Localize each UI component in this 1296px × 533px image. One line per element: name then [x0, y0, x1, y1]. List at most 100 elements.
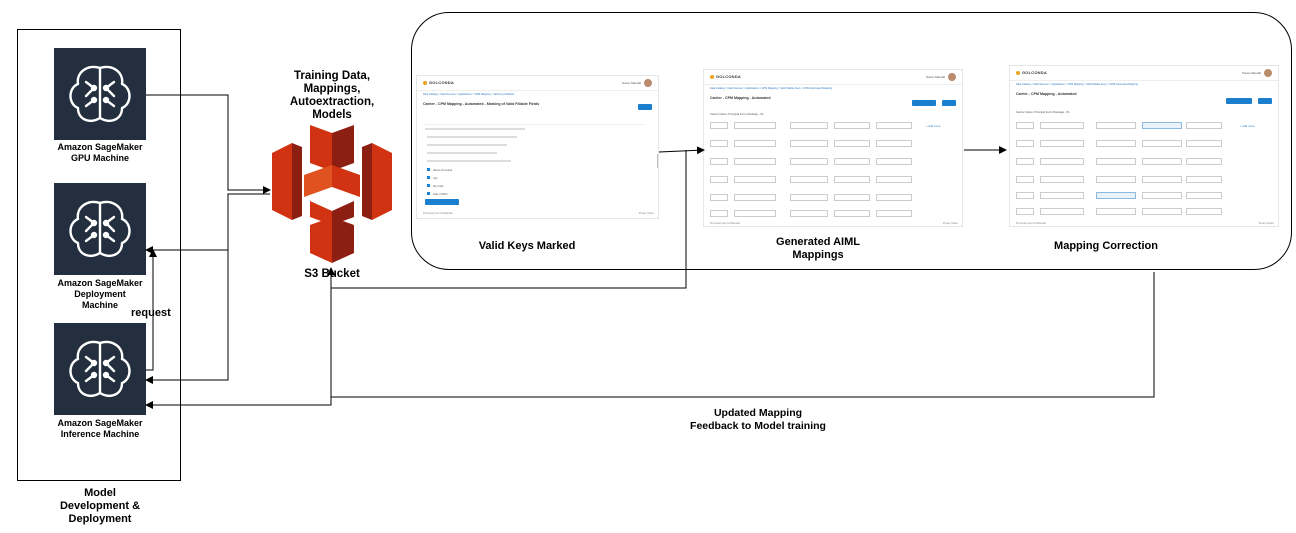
mapping-field[interactable] — [1040, 208, 1084, 215]
mapping-field[interactable] — [710, 122, 728, 129]
mapping-field[interactable] — [1096, 140, 1136, 147]
mapping-field[interactable] — [834, 140, 870, 147]
mapping-field[interactable] — [734, 140, 776, 147]
breadcrumb[interactable]: Data Catalog > Data Sources > Applicatio… — [1016, 83, 1138, 86]
mapping-field[interactable] — [734, 122, 776, 129]
footer-text: Proprietary and Confidential — [1016, 222, 1046, 225]
sagemaker-deployment-icon — [54, 183, 146, 275]
mapping-field[interactable] — [710, 194, 728, 201]
mapping-field[interactable] — [734, 210, 776, 217]
mapping-field[interactable] — [876, 140, 912, 147]
mapping-field[interactable] — [1186, 192, 1222, 199]
mapping-field[interactable] — [1096, 122, 1136, 129]
mapping-field[interactable] — [876, 122, 912, 129]
add-more-link[interactable]: + Add more — [1240, 124, 1255, 128]
inference-machine-label: Amazon SageMaker Inference Machine — [57, 418, 143, 439]
mapping-field[interactable] — [790, 194, 828, 201]
mapping-field[interactable] — [1186, 158, 1222, 165]
privacy-link[interactable]: Privacy Notice — [942, 222, 958, 225]
mapping-field[interactable] — [1186, 122, 1222, 129]
mapping-field[interactable] — [1016, 158, 1034, 165]
mapping-field[interactable] — [1142, 176, 1182, 183]
breadcrumb[interactable]: Data Catalog > Data Sources > Applicatio… — [710, 87, 832, 90]
mapping-field-corrected[interactable] — [1142, 122, 1182, 129]
screen-mapping-correction: GOLCONDA Naren Mandal Data Catalog > Dat… — [1010, 66, 1278, 226]
mapping-field[interactable] — [1186, 140, 1222, 147]
checklist-item[interactable]: Name of Insured — [427, 168, 452, 173]
privacy-link[interactable]: Privacy Notice — [638, 212, 654, 215]
checklist-item[interactable]: City — [427, 176, 437, 181]
carrier-subtitle: Carrier Name: Principal Form Package - P… — [710, 112, 764, 116]
caption-valid-keys: Valid Keys Marked — [478, 240, 576, 252]
mapping-field[interactable] — [1096, 208, 1136, 215]
mapping-field[interactable] — [1016, 176, 1034, 183]
panel-caption: Model Development & Deployment — [59, 487, 141, 525]
mapping-field[interactable] — [734, 176, 776, 183]
add-more-link[interactable]: + Add more — [926, 124, 941, 128]
deployment-machine-label: Amazon SageMaker Deployment Machine — [57, 278, 143, 310]
mapping-field[interactable] — [876, 210, 912, 217]
confirm-mapping-button[interactable] — [912, 100, 936, 106]
mapping-field[interactable] — [834, 122, 870, 129]
checklist-item[interactable]: Zip Code — [427, 184, 444, 189]
footer-text: Proprietary and Confidential — [423, 212, 453, 215]
brand-logo: GOLCONDA — [710, 75, 741, 79]
mapping-field[interactable] — [1142, 192, 1182, 199]
checklist-item[interactable]: Date of Birth — [427, 192, 447, 197]
brand-logo: GOLCONDA — [423, 81, 454, 85]
request-label: request — [131, 307, 171, 319]
mapping-field[interactable] — [1142, 208, 1182, 215]
mapping-field[interactable] — [1096, 158, 1136, 165]
save-button[interactable] — [1258, 98, 1272, 104]
screen-valid-keys: GOLCONDA Naren Mandal Data Catalog > Dat… — [417, 76, 658, 218]
save-button[interactable] — [942, 100, 956, 106]
mapping-field[interactable] — [734, 158, 776, 165]
generate-mapping-button[interactable] — [425, 199, 459, 205]
gpu-machine-label: Amazon SageMaker GPU Machine — [57, 142, 143, 163]
mapping-field[interactable] — [834, 176, 870, 183]
mapping-field[interactable] — [1040, 192, 1084, 199]
mapping-field[interactable] — [1016, 140, 1034, 147]
mapping-field[interactable] — [790, 158, 828, 165]
mapping-field[interactable] — [1040, 140, 1084, 147]
s3-description: Training Data, Mappings, Autoextraction,… — [289, 70, 375, 121]
mapping-field[interactable] — [834, 210, 870, 217]
breadcrumb[interactable]: Data Catalog > Data Sources > Applicatio… — [423, 93, 514, 96]
mapping-field[interactable] — [1096, 176, 1136, 183]
mapping-field[interactable] — [876, 158, 912, 165]
mapping-field[interactable] — [834, 158, 870, 165]
privacy-link[interactable]: Privacy Notice — [1258, 222, 1274, 225]
user-menu[interactable]: Naren Mandal — [622, 79, 652, 87]
mapping-field[interactable] — [790, 122, 828, 129]
user-menu[interactable]: Naren Mandal — [926, 73, 956, 81]
mapping-field[interactable] — [1040, 176, 1084, 183]
mapping-field[interactable] — [1040, 158, 1084, 165]
mapping-field[interactable] — [1040, 122, 1084, 129]
mapping-field[interactable] — [876, 176, 912, 183]
mapping-field[interactable] — [1016, 122, 1034, 129]
mapping-field[interactable] — [710, 140, 728, 147]
mapping-field[interactable] — [834, 194, 870, 201]
s3-bucket-icon — [272, 125, 392, 270]
mapping-field[interactable] — [1186, 208, 1222, 215]
sagemaker-gpu-icon — [54, 48, 146, 140]
mapping-field[interactable] — [734, 194, 776, 201]
screen-title: Carrier - CPM Mapping - Automated — [1016, 92, 1077, 96]
mapping-field[interactable] — [876, 194, 912, 201]
mapping-field[interactable] — [710, 176, 728, 183]
mapping-field[interactable] — [1186, 176, 1222, 183]
confirm-mapping-button[interactable] — [1226, 98, 1252, 104]
mapping-field[interactable] — [710, 210, 728, 217]
mapping-field-corrected[interactable] — [1096, 192, 1136, 199]
mapping-field[interactable] — [1142, 140, 1182, 147]
mapping-field[interactable] — [790, 140, 828, 147]
user-menu[interactable]: Naren Mandal — [1242, 69, 1272, 77]
mapping-field[interactable] — [790, 176, 828, 183]
mapping-field[interactable] — [710, 158, 728, 165]
mapping-field[interactable] — [1142, 158, 1182, 165]
save-button[interactable] — [638, 104, 652, 110]
mapping-field[interactable] — [1016, 192, 1034, 199]
mapping-field[interactable] — [1016, 208, 1034, 215]
mapping-field[interactable] — [790, 210, 828, 217]
